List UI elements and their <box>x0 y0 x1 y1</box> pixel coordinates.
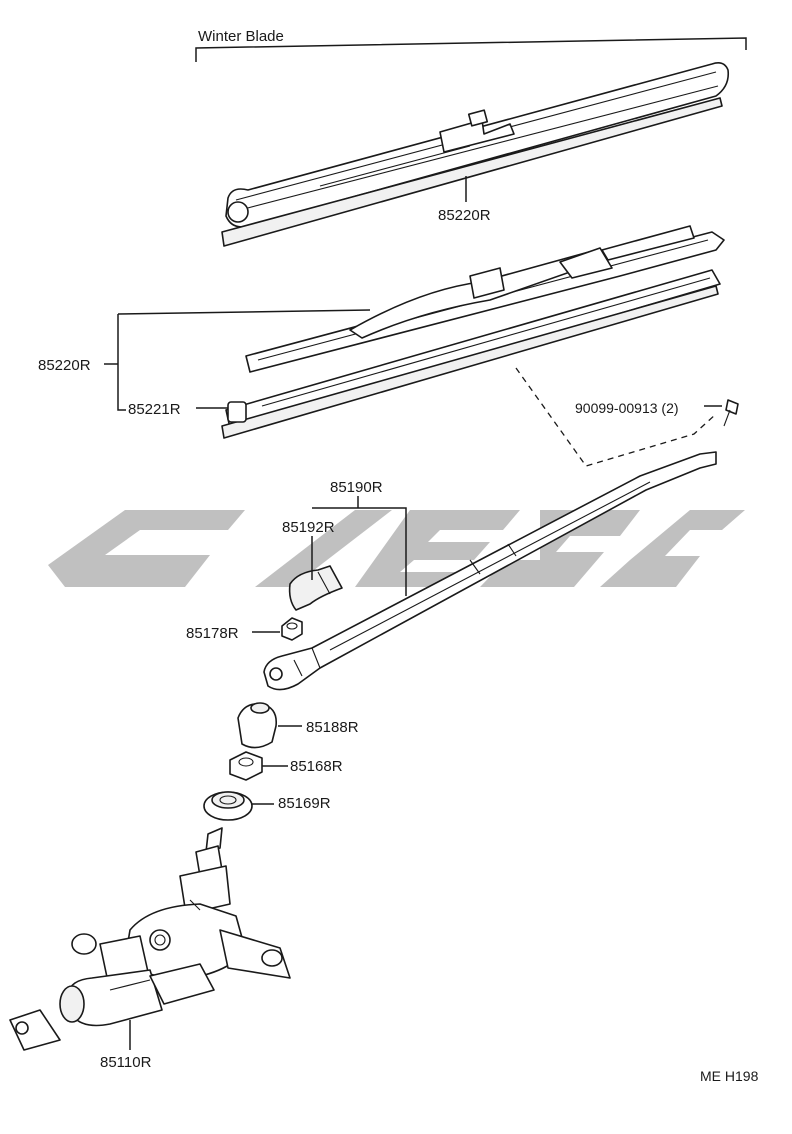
dashed-assembly-line <box>515 367 717 467</box>
label-85169R: 85169R <box>278 795 331 812</box>
label-85220R-winter: 85220R <box>438 207 491 224</box>
screw <box>723 399 739 427</box>
leader-85220R-assy <box>117 309 371 315</box>
nut <box>281 617 303 641</box>
figure-code: ME H198 <box>700 1068 759 1084</box>
leader-85190R <box>312 507 407 596</box>
leader-bracket-85220R <box>117 314 126 411</box>
label-85190R: 85190R <box>330 479 383 496</box>
grommet <box>203 791 253 821</box>
wiper-motor-assembly <box>9 827 291 1051</box>
label-85220R-assy: 85220R <box>38 357 91 374</box>
pivot-nut <box>229 751 263 781</box>
watermark-logo <box>48 510 745 587</box>
label-screw: 90099-00913 (2) <box>575 400 679 416</box>
title-label: Winter Blade <box>198 28 284 45</box>
label-85192R: 85192R <box>282 519 335 536</box>
cap <box>237 702 278 749</box>
winter-blade <box>221 62 730 247</box>
wiper-arm <box>263 451 717 691</box>
wiper-blade-assembly <box>245 225 725 373</box>
label-85168R: 85168R <box>290 758 343 775</box>
blade-rubber <box>221 269 721 439</box>
label-85178R: 85178R <box>186 625 239 642</box>
label-85110R: 85110R <box>100 1054 152 1071</box>
winter-blade-bracket <box>195 37 747 62</box>
label-85221R: 85221R <box>128 401 181 418</box>
label-85188R: 85188R <box>306 719 359 736</box>
arm-cover <box>288 565 343 611</box>
